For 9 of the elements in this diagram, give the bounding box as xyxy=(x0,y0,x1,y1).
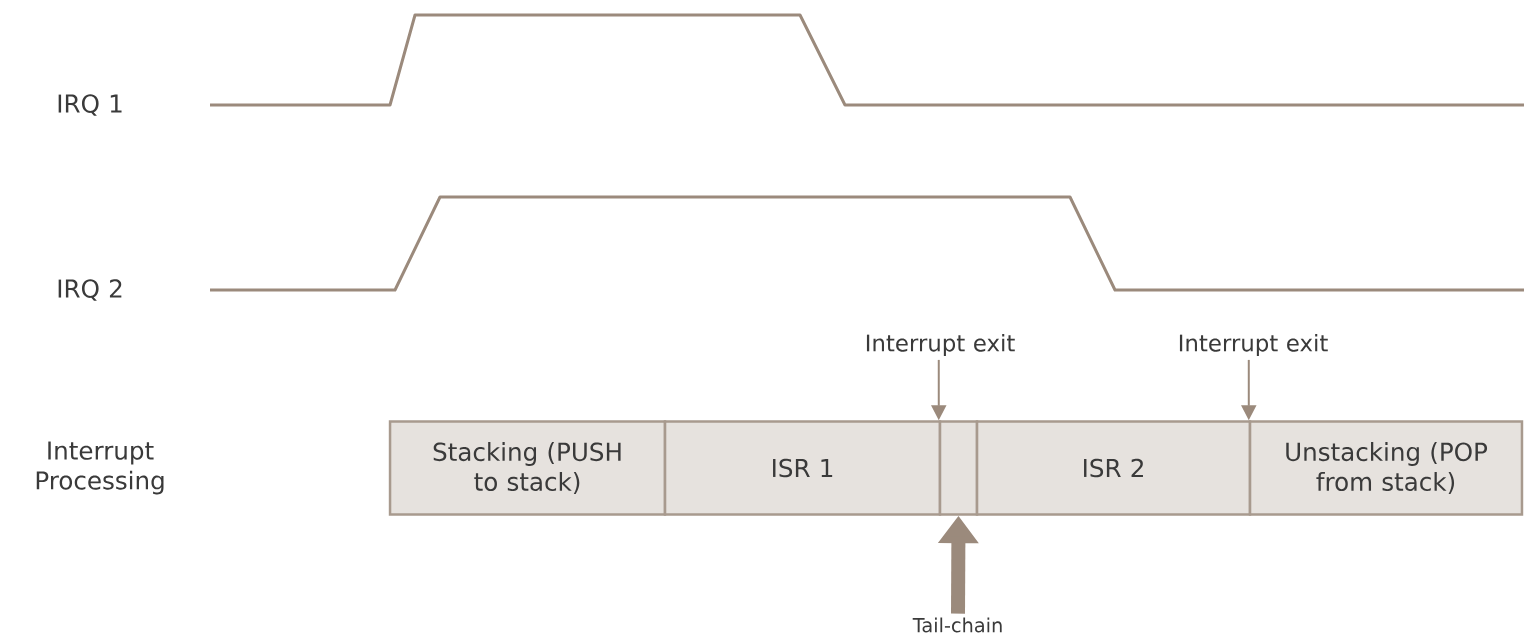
process-box: Unstacking (POP from stack) xyxy=(1248,420,1524,516)
annotation-text: Interrupt exit xyxy=(1179,333,1328,357)
process-box: Stacking (PUSH to stack) xyxy=(388,420,667,516)
annotation-text: Tail-chain xyxy=(912,617,1002,633)
tail-chain-box xyxy=(938,420,979,516)
signal-label: IRQ 1 xyxy=(58,94,122,116)
signal-label: IRQ 2 xyxy=(58,279,122,301)
signal-label: Interrupt Processing xyxy=(36,441,164,495)
annotation-text: Interrupt exit xyxy=(866,333,1015,357)
